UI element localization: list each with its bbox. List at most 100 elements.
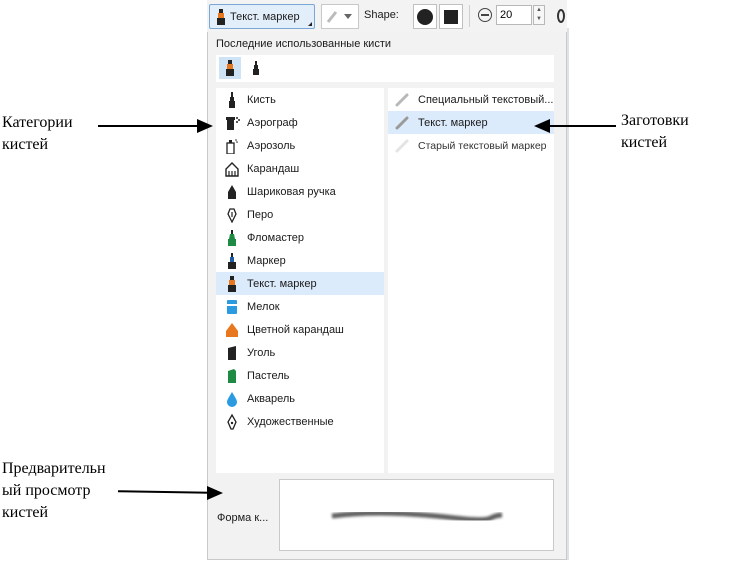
spin-up-icon[interactable]: ▲ [536,7,542,13]
marker-icon [224,252,240,270]
brush-selector-button[interactable]: Текст. маркер [209,4,315,29]
brush-icon [224,91,240,109]
category-item[interactable]: Аэрограф [216,111,384,134]
pastel-icon [224,367,240,385]
preset-label: Специальный текстовый... [418,93,554,106]
category-item[interactable]: Цветной карандаш [216,318,384,341]
brush-icon [252,61,260,75]
panel-edge [567,28,569,560]
chevron-down-icon [344,14,352,19]
spray-can-icon [224,137,240,155]
airbrush-icon [224,114,240,132]
category-item[interactable]: Перо [216,203,384,226]
annotation-text: кистей [621,134,668,151]
brush-shape-label: Форма к... [217,512,269,524]
size-input[interactable] [496,5,532,25]
arrow-right-icon [207,486,223,500]
nib-dropdown[interactable] [321,4,359,29]
category-item[interactable]: Мелок [216,295,384,318]
category-item[interactable]: Уголь [216,341,384,364]
category-item[interactable]: Аэрозоль [216,134,384,157]
category-label: Мелок [247,300,280,313]
felt-tip-icon [224,229,240,247]
category-item[interactable]: Текст. маркер [216,272,384,295]
category-label: Шариковая ручка [247,185,336,198]
category-label: Кисть [247,93,276,106]
circle-icon [417,8,433,25]
annotation-preview: Предварительн ый просмотр кистей [2,458,106,524]
pencil-icon [224,160,240,178]
stroke-preview-icon [331,510,503,523]
highlighter-icon [225,60,235,76]
round-shape-button[interactable] [413,4,437,29]
annotation-arrow-line [117,490,211,494]
category-item[interactable]: Шариковая ручка [216,180,384,203]
arrow-right-icon [197,119,213,133]
highlighter-icon [216,8,226,25]
annotation-arrow-line [548,125,616,127]
category-label: Цветной карандаш [247,323,344,336]
artistic-nib-icon [224,413,240,431]
separator [469,5,470,27]
arrow-left-icon [534,119,550,133]
category-item[interactable]: Фломастер [216,226,384,249]
category-label: Пастель [247,369,290,382]
recent-brush-highlighter[interactable] [219,57,241,79]
category-item[interactable]: Кисть [216,88,384,111]
category-label: Маркер [247,254,286,267]
annotation-text: ый просмотр [2,482,91,499]
category-item[interactable]: Маркер [216,249,384,272]
shape-label: Shape: [364,9,399,21]
size-icon [478,8,492,22]
annotation-categories: Категории кистей [2,112,73,156]
colored-pencil-icon [224,321,240,339]
category-label: Уголь [247,346,276,359]
brush-stroke-icon [394,91,410,109]
category-label: Акварель [247,392,296,405]
preset-item[interactable]: Текст. маркер [388,111,554,134]
recent-brushes-title: Последние использованные кисти [216,38,392,50]
preset-item[interactable]: Старый текстовый маркер [388,134,554,157]
rotation-icon[interactable] [557,9,565,23]
category-label: Перо [247,208,274,221]
recent-brush-brush[interactable] [245,57,267,79]
charcoal-icon [224,344,240,362]
annotation-presets: Заготовки кистей [621,110,689,154]
property-bar: Текст. маркер Shape: ▲ ▼ [207,0,567,33]
preset-item[interactable]: Специальный текстовый... [388,88,554,111]
category-label: Художественные [247,415,334,428]
recent-brushes-strip [216,55,554,82]
nib-icon [326,10,338,24]
fountain-pen-icon [224,206,240,224]
annotation-arrow-line [98,125,198,127]
category-item[interactable]: Карандаш [216,157,384,180]
corner-arrow-icon [308,22,312,26]
category-label: Карандаш [247,162,300,175]
category-label: Аэрозоль [247,139,296,152]
annotation-text: кистей [2,504,49,521]
annotation-text: Предварительн [2,460,106,477]
category-label: Фломастер [247,231,304,244]
category-label: Аэрограф [247,116,298,129]
category-item[interactable]: Пастель [216,364,384,387]
annotation-text: Заготовки [621,112,689,129]
spin-down-icon[interactable]: ▼ [536,16,542,22]
highlighter-icon [224,275,240,293]
brush-stroke-icon [394,114,410,132]
square-icon [444,9,458,24]
preset-label: Старый текстовый маркер [418,139,547,152]
category-label: Текст. маркер [247,277,317,290]
category-item[interactable]: Художественные [216,410,384,433]
ballpoint-pen-icon [224,183,240,201]
annotation-text: кистей [2,136,49,153]
crayon-icon [224,298,240,316]
square-shape-button[interactable] [439,4,463,29]
annotation-text: Категории [2,114,73,131]
watercolor-drop-icon [224,390,240,408]
brush-stroke-icon [394,137,410,155]
preset-label: Текст. маркер [418,116,488,129]
category-item[interactable]: Акварель [216,387,384,410]
size-spinner[interactable]: ▲ ▼ [533,5,545,25]
